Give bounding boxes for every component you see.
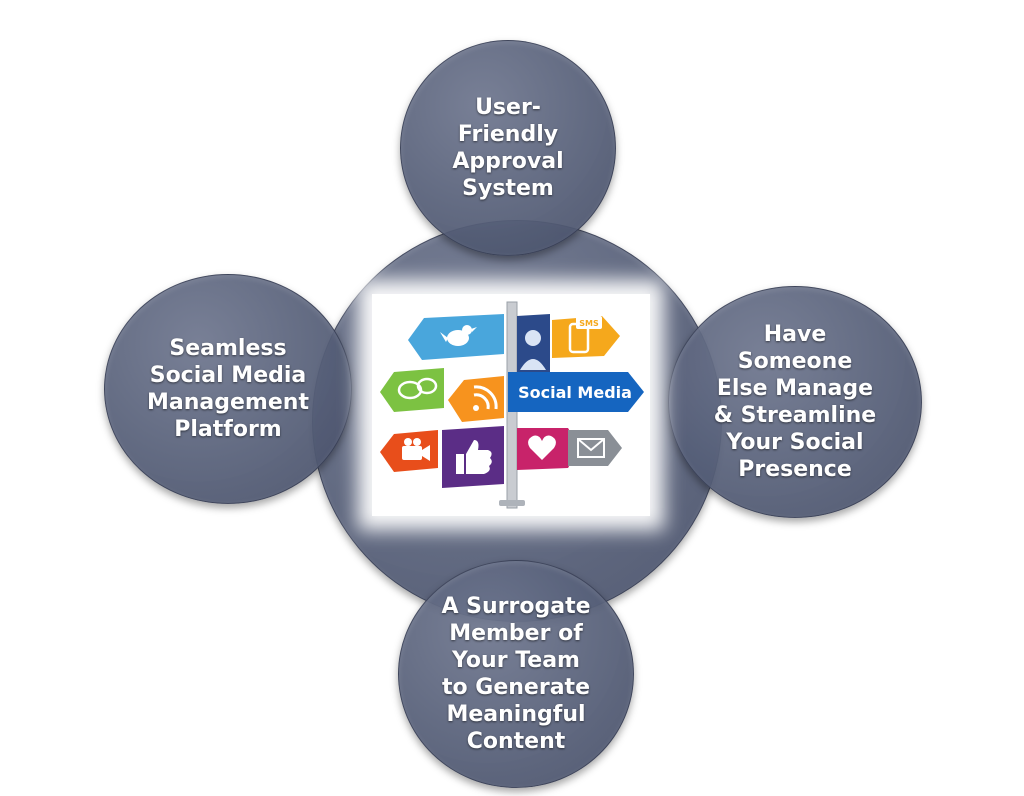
social-media-signpost-image: SMS Social Media [372,294,650,516]
main-sign-text: Social Media [518,383,632,402]
thumbs-up-icon [456,440,492,474]
sign-rss [448,376,504,422]
sign-social-media [508,372,644,412]
node-label: Have Someone Else Manage & Streamline Yo… [713,322,877,482]
node-approval-system: User- Friendly Approval System [400,40,616,256]
sign-mail [568,430,622,466]
signpost-illustration: SMS Social Media [380,301,644,509]
sms-text: SMS [579,319,599,328]
envelope-icon [577,438,605,458]
phone-icon [568,316,602,354]
video-camera-icon [402,438,430,461]
node-label: User- Friendly Approval System [452,95,564,201]
rss-icon [473,385,498,411]
user-icon [520,330,546,370]
node-management-platform: Seamless Social Media Management Platfor… [104,274,352,504]
node-surrogate-team-member: A Surrogate Member of Your Team to Gener… [398,560,634,788]
chat-bubble-icon [397,377,438,400]
twitter-bird-icon [440,325,477,346]
node-managed-presence: Have Someone Else Manage & Streamline Yo… [668,286,922,518]
node-label: Seamless Social Media Management Platfor… [147,336,309,442]
sign-user [517,314,550,380]
node-label: A Surrogate Member of Your Team to Gener… [441,594,591,754]
heart-icon [528,435,556,460]
signpost-base [499,500,525,506]
